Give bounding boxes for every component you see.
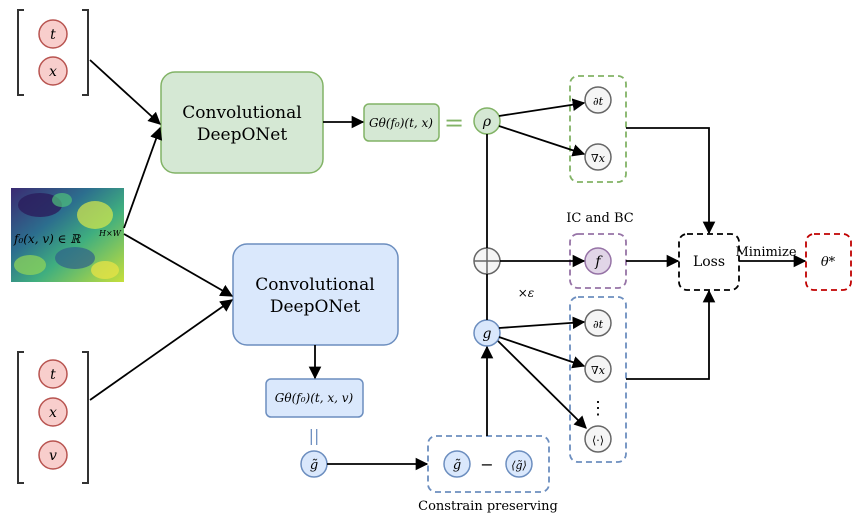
input-vector-top: t x [17,9,89,96]
svg-text:∂t: ∂t [593,95,604,108]
svg-text:t: t [50,27,56,43]
edge-heatmap-to-net-bottom [123,233,234,297]
rho-op-grad: ∇x [584,143,612,171]
initial-condition-heatmap: f₀(x, v) ∈ ℝ H×W [11,188,124,282]
svg-text:Convolutional: Convolutional [255,275,374,295]
svg-text:Convolutional: Convolutional [182,103,301,123]
edge-g-to-grad [498,336,586,369]
times-epsilon-label: ×ε [518,286,535,300]
edge-input-top-to-net [89,59,161,125]
equals-top: = [444,109,464,137]
output-box-bottom: Gθ(f₀)(t, x, v) [265,378,364,418]
g-op-mean: ⟨·⟩ [584,425,612,453]
input-node-t-bottom: t [38,359,68,389]
heatmap-label: f₀(x, v) ∈ ℝ [13,232,81,246]
svg-text:Gθ(f₀)(t, x): Gθ(f₀)(t, x) [369,116,433,130]
f-node: f [584,247,612,275]
svg-text:ρ: ρ [482,114,492,130]
svg-text:Loss: Loss [693,254,725,270]
g-op-grad: ∇x [584,355,612,383]
input-vector-bottom: t x v [17,351,89,484]
rho-node: ρ [473,107,501,135]
input-node-x-top: x [38,56,68,86]
svg-text:g̃: g̃ [453,458,461,473]
constrain-preserving-box: g̃ − ⟨g̃⟩ [427,435,550,493]
svg-text:θ*: θ* [821,255,836,270]
input-node-t-top: t [38,19,68,49]
minimize-label: Minimize [735,245,796,260]
g-tilde-node: g̃ [300,450,328,478]
plus-node [473,247,501,275]
ic-bc-label: IC and BC [566,211,634,226]
heatmap-label-sup: H×W [98,229,122,238]
edge-input-bottom-to-net [89,299,234,401]
edge-rho-to-grad [498,125,586,157]
svg-text:x: x [49,64,57,80]
input-node-x-bottom: x [38,397,68,427]
svg-text:Gθ(f₀)(t, x, v): Gθ(f₀)(t, x, v) [275,391,354,405]
svg-text:f: f [594,254,603,270]
g-tilde-inner-node: g̃ [443,450,471,478]
svg-text:⟨g̃⟩: ⟨g̃⟩ [511,459,527,472]
minus-sign: − [480,455,493,474]
g-op-dt: ∂t [584,309,612,337]
theta-star-box: θ* [805,233,852,291]
svg-text:DeepONet: DeepONet [270,297,361,317]
svg-text:⟨·⟩: ⟨·⟩ [592,434,604,447]
edge-g-to-mean [497,340,587,429]
output-box-top: Gθ(f₀)(t, x) [363,103,440,142]
g-mean-node: ⟨g̃⟩ [505,450,533,478]
deeponet-bottom: Convolutional DeepONet [232,243,399,346]
edge-heatmap-to-net-top [123,126,163,229]
rho-op-dt: ∂t [584,86,612,114]
svg-text:t: t [50,367,56,383]
svg-text:g: g [483,326,492,342]
g-op-ellipsis: ⋮ [589,398,607,419]
rho-operators-box: ∂t ∇x [569,75,627,183]
input-node-v-bottom: v [38,440,68,470]
svg-text:v: v [49,448,57,464]
loss-box: Loss [678,233,740,291]
g-node: g [473,319,501,347]
svg-text:∇x: ∇x [591,364,606,377]
edge-g-to-dt [498,316,586,330]
edges [89,59,807,471]
edge-rho-box-to-loss [626,127,716,235]
svg-text:g̃: g̃ [310,458,318,473]
constrain-preserving-label: Constrain preserving [418,499,558,514]
svg-text:x: x [49,405,57,421]
edge-rho-to-dt [498,98,586,117]
svg-text:DeepONet: DeepONet [197,125,288,145]
edge-g-box-to-loss [626,289,716,380]
g-operators-box: ∂t ∇x ⋮ ⟨·⟩ [569,296,627,463]
svg-text:∂t: ∂t [593,318,604,331]
svg-text:∇x: ∇x [591,152,606,165]
deeponet-top: Convolutional DeepONet [160,71,324,174]
equals-bottom: || [309,426,320,445]
